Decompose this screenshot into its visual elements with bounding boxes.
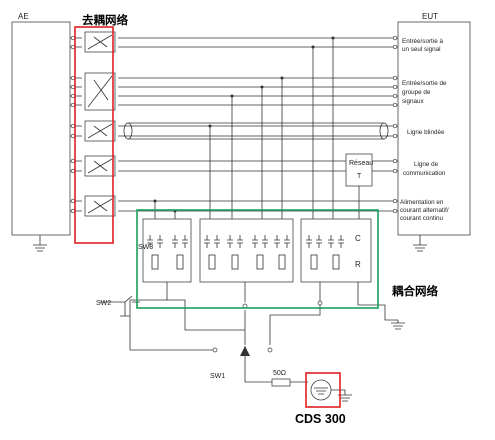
shield-ellipse-left bbox=[123, 122, 133, 140]
eut-port-power-line1: Alimentation en bbox=[400, 199, 444, 206]
eut-port-io-single-line2: un seul signal bbox=[402, 46, 441, 53]
coupling-ground-icon bbox=[391, 320, 405, 330]
resistor-50-ohm bbox=[271, 378, 291, 387]
decoupling-block-1 bbox=[84, 31, 116, 53]
coupling-network-label: 耦合网络 bbox=[392, 284, 438, 298]
eut-port-io-single-line1: Entrée/sortie à bbox=[402, 38, 443, 45]
surge-source-icon bbox=[310, 379, 332, 401]
coupling-outputs bbox=[129, 282, 398, 351]
ae-box bbox=[11, 21, 71, 236]
ae-ground-icon bbox=[33, 235, 47, 252]
eut-port-io-group-line1: Entrée/sortie de bbox=[402, 80, 447, 87]
eut-port-comm-line1: Ligne de bbox=[414, 161, 439, 168]
sw1-switch bbox=[212, 346, 273, 383]
sw2-ground-icon bbox=[120, 302, 130, 317]
decoupling-block-3 bbox=[84, 120, 116, 142]
decoupling-network-label: 去耦网络 bbox=[82, 13, 128, 27]
sw2-switch bbox=[100, 295, 140, 303]
shield-ellipse-right bbox=[379, 122, 389, 140]
capacitor-label: C bbox=[355, 234, 361, 243]
sw1-label: SW1 bbox=[210, 373, 225, 380]
eut-port-io-group-line2: groupe de bbox=[402, 89, 431, 96]
capacitors bbox=[147, 235, 344, 248]
decoupling-block-5 bbox=[84, 195, 116, 217]
ae-label: AE bbox=[18, 12, 29, 21]
decoupling-blocks bbox=[84, 31, 116, 217]
eut-box bbox=[397, 21, 471, 236]
reseau-label-2: T bbox=[357, 173, 362, 180]
eut-ground-icon bbox=[413, 235, 427, 252]
cds-label: CDS 300 bbox=[295, 412, 346, 426]
resistor-label: R bbox=[355, 260, 361, 269]
decoupling-network-highlight bbox=[74, 26, 114, 244]
reseau-t-box bbox=[345, 153, 373, 187]
coupling-network-highlight bbox=[136, 209, 379, 309]
decoupling-block-4 bbox=[84, 155, 116, 177]
reseau-label-1: Réseau bbox=[349, 160, 373, 167]
eut-label: EUT bbox=[422, 12, 438, 21]
surge-source-wave bbox=[314, 387, 328, 395]
coupling-sub-boxes bbox=[142, 218, 372, 283]
eut-port-power-line2: courant alternatif/ bbox=[400, 207, 449, 214]
eut-port-power-line3: courant continu bbox=[400, 215, 444, 222]
shield-outline bbox=[128, 122, 384, 140]
cds-highlight bbox=[305, 372, 341, 408]
resistors bbox=[151, 254, 340, 270]
eut-port-io-group-line3: signaux bbox=[402, 98, 425, 105]
decoupling-block-2 bbox=[84, 72, 116, 111]
sw3-label: SW3 bbox=[138, 244, 153, 251]
resistor-50-ohm-label: 50Ω bbox=[273, 370, 286, 377]
eut-port-shielded-line1: Ligne blindée bbox=[407, 129, 445, 136]
port-terminals bbox=[70, 35, 398, 214]
source-ground-icon bbox=[331, 389, 352, 402]
coupling-taps bbox=[153, 36, 360, 220]
eut-port-comm-line2: communication bbox=[403, 170, 446, 177]
sw2-label: SW2 bbox=[96, 300, 111, 307]
